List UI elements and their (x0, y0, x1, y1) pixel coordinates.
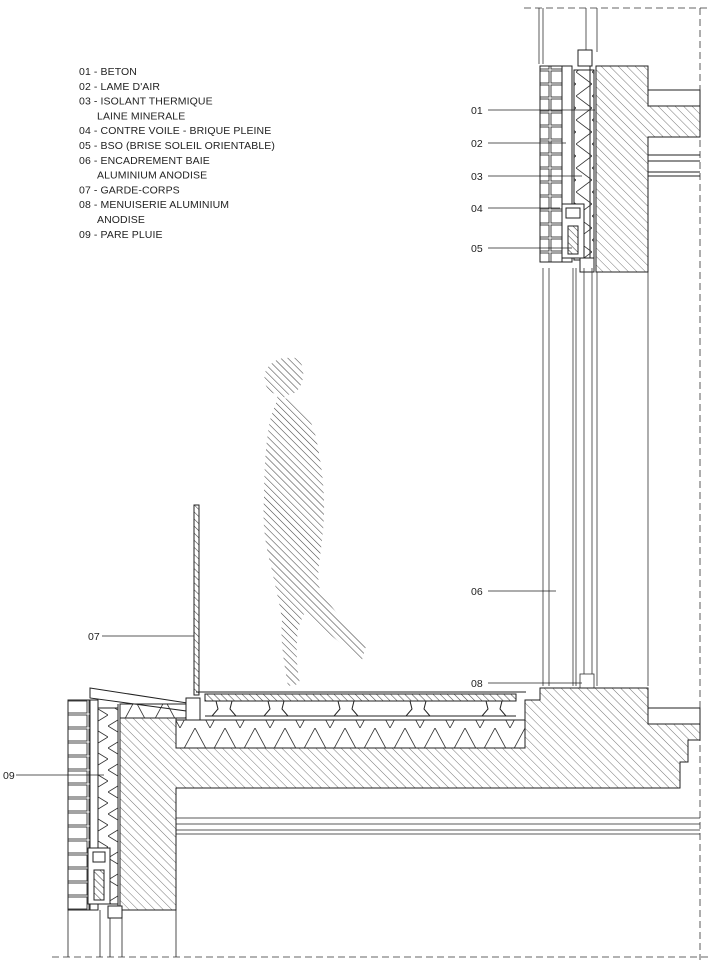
frame-lines (52, 7, 709, 960)
callout-09: 09 (3, 770, 15, 782)
leader-lines (16, 109, 595, 776)
legend-item-6: 06 - ENCADREMENT BAIE (79, 155, 210, 167)
callout-06: 06 (471, 586, 483, 598)
balcony-floor (89, 504, 526, 749)
callout-05: 05 (471, 243, 483, 255)
left-facade (67, 699, 123, 957)
legend-item-8-cont: ANODISE (97, 214, 145, 226)
legend-item-5: 05 - BSO (BRISE SOLEIL ORIENTABLE) (79, 140, 275, 152)
callout-03: 03 (471, 171, 483, 183)
legend-item-8: 08 - MENUISERIE ALUMINIUM (79, 199, 229, 211)
window-frame (542, 268, 649, 689)
legend-item-3-cont: LAINE MINERALE (97, 110, 185, 122)
legend-item-4: 04 - CONTRE VOILE - BRIQUE PLEINE (79, 125, 271, 137)
legend-item-1: 01 - BETON (79, 66, 137, 78)
legend-item-6-cont: ALUMINIUM ANODISE (97, 170, 207, 182)
callout-01: 01 (471, 105, 483, 117)
legend-item-2: 02 - LAME D'AIR (79, 81, 160, 93)
upper-facade (539, 49, 595, 273)
person-silhouette (263, 357, 366, 686)
callout-08: 08 (471, 678, 483, 690)
legend-item-9: 09 - PARE PLUIE (79, 229, 163, 241)
legend-item-3: 03 - ISOLANT THERMIQUE (79, 96, 213, 108)
legend: 01 - BETON 02 - LAME D'AIR 03 - ISOLANT TH… (79, 66, 275, 241)
callout-tags: 01 02 03 04 05 06 07 08 09 (3, 105, 483, 782)
callout-04: 04 (471, 203, 483, 215)
legend-item-7: 07 - GARDE-CORPS (79, 184, 180, 196)
pedestals (210, 700, 508, 717)
callout-07: 07 (88, 631, 100, 643)
callout-02: 02 (471, 138, 483, 150)
upper-slab (595, 65, 701, 273)
